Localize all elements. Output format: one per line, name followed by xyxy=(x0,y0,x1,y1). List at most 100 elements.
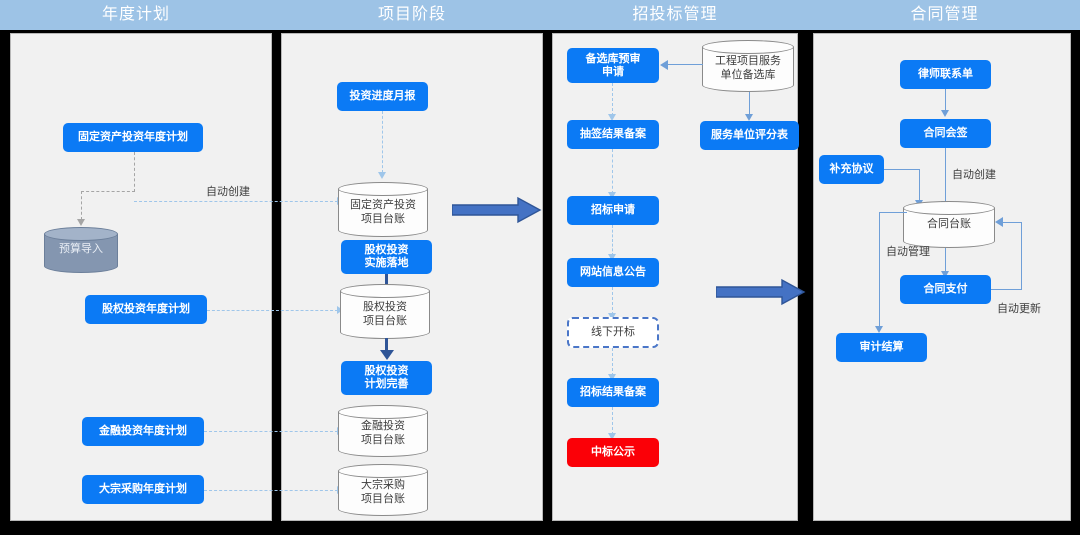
cylinder-top xyxy=(903,201,995,215)
arrow-offline-open-to-result-filing xyxy=(608,374,616,381)
edge-manage-vertical xyxy=(879,212,880,328)
edge-result-filing-to-win-notice xyxy=(612,407,613,435)
cylinder-vendor-pool[interactable]: 工程项目服务 单位备选库 xyxy=(702,40,794,92)
node-winning-bid-announcement[interactable]: 中标公示 xyxy=(567,438,659,467)
edge-branch-left xyxy=(81,191,135,192)
cylinder-label-line2: 项目台账 xyxy=(363,314,407,327)
node-website-information-notice[interactable]: 网站信息公告 xyxy=(567,258,659,287)
edge-bulk-plan-to-ledger xyxy=(204,490,338,491)
arrow-equity-ledger-to-plan-improve xyxy=(380,350,394,360)
edge-label-auto-update: 自动更新 xyxy=(997,303,1041,315)
cylinder-label: 股权投资 项目台账 xyxy=(340,284,430,339)
edge-supplement-vertical xyxy=(919,169,920,202)
column-header-contract-mgmt: 合同管理 xyxy=(910,6,979,23)
node-label-line2: 实施落地 xyxy=(364,257,409,269)
column-header-bidding-mgmt: 招投标管理 xyxy=(632,6,718,23)
cylinder-label-line2: 单位备选库 xyxy=(720,68,776,81)
arrow-to-budget-import xyxy=(77,219,85,226)
node-prequalification-application[interactable]: 备选库预审 申请 xyxy=(567,48,659,83)
cylinder-label: 固定资产投资 项目台账 xyxy=(338,182,428,237)
arrow-loop-to-ledger xyxy=(995,217,1003,227)
node-offline-bid-opening[interactable]: 线下开标 xyxy=(567,317,659,348)
cylinder-budget-import[interactable]: 预算导入 xyxy=(44,227,118,273)
edge-label-auto-create-col1: 自动创建 xyxy=(206,186,250,198)
node-equity-plan-improvement[interactable]: 股权投资 计划完善 xyxy=(341,361,432,395)
node-fixed-asset-annual-plan[interactable]: 固定资产投资年度计划 xyxy=(63,123,203,152)
node-audit-settlement[interactable]: 审计结算 xyxy=(836,333,927,362)
panel-annual-plan xyxy=(10,33,272,521)
header-band xyxy=(0,0,1080,30)
cylinder-label-line1: 固定资产投资 xyxy=(350,199,416,212)
cylinder-equity-ledger[interactable]: 股权投资 项目台账 xyxy=(340,284,430,339)
node-lottery-result-filing[interactable]: 抽签结果备案 xyxy=(567,120,659,149)
edge-equity-impl-to-equity-ledger xyxy=(385,274,388,288)
cylinder-top xyxy=(44,227,118,241)
arrow-lawyer-to-countersign xyxy=(941,110,949,117)
arrow-report-to-fixed-ledger xyxy=(378,172,386,179)
cylinder-top xyxy=(338,182,428,196)
edge-equity-plan-to-ledger xyxy=(207,310,338,311)
edge-label-auto-create-col4: 自动创建 xyxy=(952,169,996,181)
edge-finance-plan-to-ledger xyxy=(204,431,338,432)
edge-countersign-to-ledger xyxy=(945,148,946,203)
edge-bid-apply-to-website-notice xyxy=(612,225,613,256)
node-label-line2: 计划完善 xyxy=(364,378,409,390)
cylinder-label-line2: 项目台账 xyxy=(361,433,405,446)
edge-prequalify-to-lottery xyxy=(612,83,613,116)
node-equity-annual-plan[interactable]: 股权投资年度计划 xyxy=(85,295,207,324)
cylinder-label-line1: 大宗采购 xyxy=(361,479,405,492)
cylinder-label: 合同台账 xyxy=(927,217,971,230)
edge-report-to-fixed-ledger xyxy=(382,111,383,173)
cylinder-contract-ledger[interactable]: 合同台账 xyxy=(903,201,995,248)
cylinder-top xyxy=(338,405,428,419)
node-bulk-purchase-annual-plan[interactable]: 大宗采购年度计划 xyxy=(82,475,204,504)
cylinder-label: 工程项目服务 单位备选库 xyxy=(702,40,794,92)
node-finance-annual-plan[interactable]: 金融投资年度计划 xyxy=(82,417,204,446)
cylinder-top xyxy=(702,40,794,54)
big-arrow-bidding-to-contract xyxy=(716,278,806,306)
cylinder-bulk-purchase-ledger[interactable]: 大宗采购 项目台账 xyxy=(338,464,428,516)
edge-vendor-pool-to-prequalify xyxy=(668,64,703,65)
edge-vendor-pool-to-score-sheet xyxy=(749,92,750,116)
column-header-annual-plan: 年度计划 xyxy=(101,6,170,23)
cylinder-finance-ledger[interactable]: 金融投资 项目台账 xyxy=(338,405,428,457)
node-vendor-score-sheet[interactable]: 服务单位评分表 xyxy=(700,121,799,150)
edge-payment-to-loop xyxy=(991,289,1022,290)
cylinder-label: 预算导入 xyxy=(59,243,103,256)
arrow-manage-to-audit xyxy=(875,326,883,333)
node-investment-progress-report[interactable]: 投资进度月报 xyxy=(337,82,428,111)
arrow-vendor-pool-to-prequalify xyxy=(660,60,668,70)
edge-label-auto-manage: 自动管理 xyxy=(886,246,930,258)
column-header-project-phase: 项目阶段 xyxy=(377,6,446,23)
node-contract-payment[interactable]: 合同支付 xyxy=(900,275,991,304)
cylinder-label-line1: 股权投资 xyxy=(363,301,407,314)
cylinder-top xyxy=(338,464,428,478)
edge-loop-to-ledger xyxy=(1002,222,1022,223)
edge-ledger-to-manage xyxy=(879,212,907,213)
edge-equity-ledger-to-plan-improve xyxy=(385,338,388,352)
arrow-bid-apply-to-website-notice xyxy=(608,254,616,261)
edge-fixed-asset-to-ledger xyxy=(134,201,338,202)
edge-loop-vertical xyxy=(1021,222,1022,290)
node-label-line1: 股权投资 xyxy=(364,365,409,378)
edge-website-notice-to-offline-open xyxy=(612,287,613,315)
arrow-ledger-to-payment xyxy=(941,271,949,278)
node-supplementary-agreement[interactable]: 补充协议 xyxy=(819,155,884,184)
cylinder-fixed-asset-ledger[interactable]: 固定资产投资 项目台账 xyxy=(338,182,428,237)
node-label-line1: 股权投资 xyxy=(364,244,409,257)
edge-lottery-to-bid-apply xyxy=(612,149,613,194)
cylinder-label-line2: 项目台账 xyxy=(361,212,405,225)
arrow-lottery-to-bid-apply xyxy=(608,192,616,199)
arrow-prequalify-to-lottery xyxy=(608,114,616,121)
edge-lawyer-to-countersign xyxy=(945,89,946,111)
node-bid-application[interactable]: 招标申请 xyxy=(567,196,659,225)
cylinder-label: 金融投资 项目台账 xyxy=(338,405,428,457)
node-bid-result-filing[interactable]: 招标结果备案 xyxy=(567,378,659,407)
node-contract-countersign[interactable]: 合同会签 xyxy=(900,119,991,148)
node-equity-implementation[interactable]: 股权投资 实施落地 xyxy=(341,240,432,274)
edge-ledger-to-payment xyxy=(945,248,946,273)
node-label-line1: 备选库预审 xyxy=(585,52,641,65)
edge-offline-open-to-result-filing xyxy=(612,348,613,376)
node-lawyer-contact-form[interactable]: 律师联系单 xyxy=(900,60,991,89)
